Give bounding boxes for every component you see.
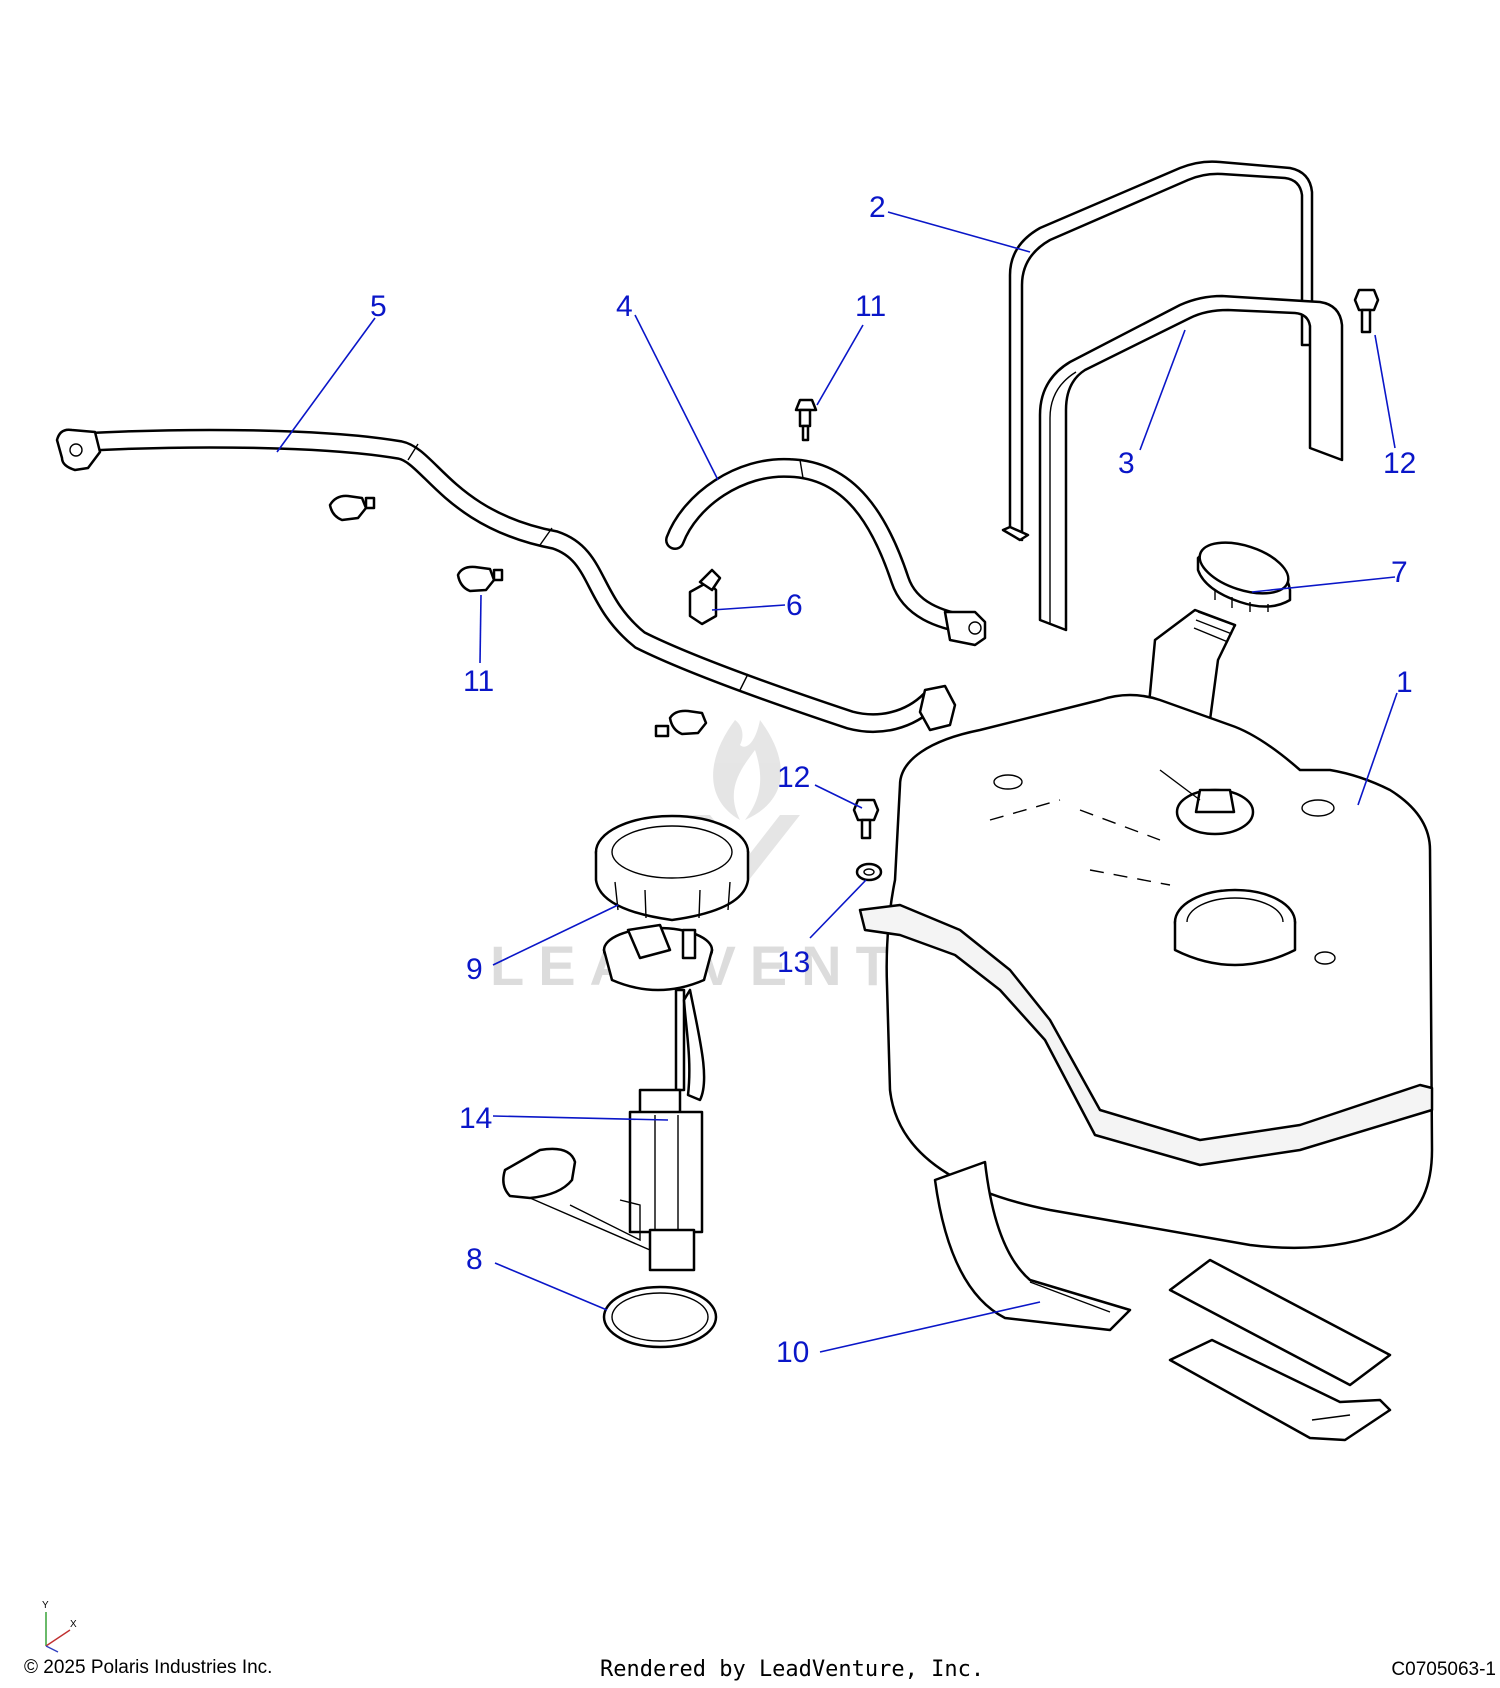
leader-lines: [276, 211, 1398, 1353]
copyright-text: © 2025 Polaris Industries Inc.: [24, 1657, 273, 1678]
callout-9: 9: [466, 953, 483, 986]
tank-strap-inner: [1038, 294, 1344, 632]
bolt-middle: [852, 798, 880, 840]
vent-hose: [665, 457, 987, 647]
pump-gasket: [602, 1285, 718, 1349]
clip-middle: [456, 565, 504, 593]
tank-strap-outer: [1001, 160, 1314, 542]
callout-7: 7: [1391, 556, 1408, 589]
lock-ring: [594, 814, 750, 922]
fuel-pump-assembly: [502, 923, 714, 1272]
fuel-line-long: [55, 428, 957, 733]
rendered-by-text: Rendered by LeadVenture, Inc.: [600, 1657, 985, 1682]
callout-12b: 12: [777, 761, 810, 794]
tank-pad-flat: [1168, 1258, 1392, 1387]
tank-pad-bent: [1168, 1338, 1392, 1442]
callout-8: 8: [466, 1243, 483, 1276]
callout-11b: 11: [855, 290, 886, 323]
hose-connector: [688, 568, 722, 626]
bolt-top-right: [1353, 288, 1380, 334]
callout-11a: 11: [463, 665, 494, 698]
callouts: 1 2 3 4 5 6 7 8 9 10 11 11 12 12 13 14: [370, 191, 1416, 1369]
watermark-flame-icon: [713, 720, 781, 820]
fuel-cap: [1196, 541, 1292, 612]
callout-4: 4: [616, 290, 633, 323]
clip-upper: [328, 494, 376, 522]
axis-triad: Y X: [42, 1600, 77, 1653]
callout-10: 10: [776, 1336, 809, 1369]
callout-12a: 12: [1383, 447, 1416, 480]
callout-6: 6: [786, 589, 803, 622]
fuel-tank: [858, 608, 1434, 1250]
callout-14: 14: [459, 1102, 492, 1135]
tank-pad-curved: [933, 1160, 1132, 1332]
washer: [855, 862, 883, 882]
clip-lower: [654, 709, 708, 738]
drawing-code: C0705063-1: [1391, 1659, 1496, 1680]
callout-5: 5: [370, 290, 387, 323]
push-pin-top: [794, 398, 818, 442]
axis-x-label: X: [70, 1619, 77, 1630]
callout-1: 1: [1396, 666, 1413, 699]
callout-3: 3: [1118, 447, 1135, 480]
callout-13: 13: [777, 946, 810, 979]
axis-y-label: Y: [42, 1600, 49, 1611]
callout-2: 2: [869, 191, 886, 224]
